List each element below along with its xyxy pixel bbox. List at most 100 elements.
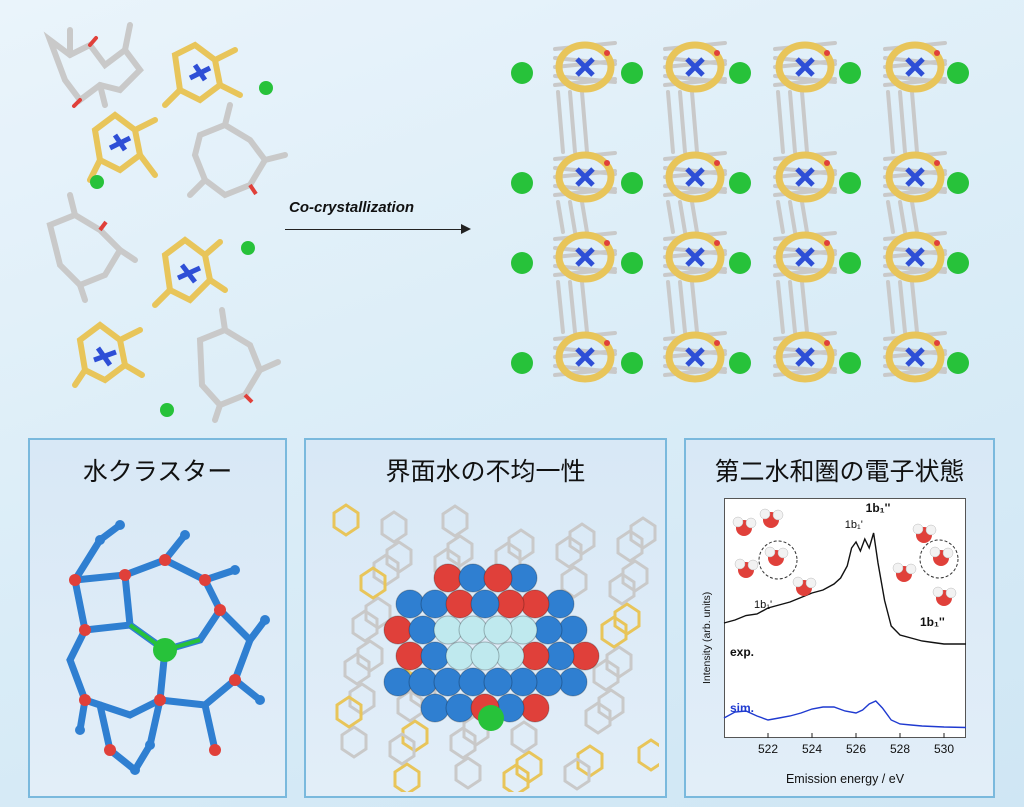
host-bond: [678, 200, 687, 234]
host-fragment: [563, 757, 591, 791]
nitrogen-bond: [685, 57, 705, 77]
panel-title: 第二水和圏の電子状態: [714, 457, 965, 486]
water-sphere: [520, 641, 550, 671]
chloride-ion: [241, 241, 255, 255]
panel-title: 界面水の不均一性: [385, 457, 586, 486]
water-sphere: [545, 641, 575, 671]
yellow-complex-2: [87, 111, 158, 183]
gray-host-molecule-4: [196, 307, 281, 423]
oxygen-atom: [934, 340, 940, 346]
water-sphere: [495, 589, 525, 619]
y-axis-label: Intensity (arb. units): [701, 592, 713, 684]
host-bond: [690, 200, 699, 234]
host-fragment: [584, 701, 612, 735]
host-fragment: [515, 750, 543, 784]
host-bond: [788, 280, 797, 334]
host-fragment: [380, 510, 408, 544]
chloride-ion: [947, 252, 969, 274]
metal-complex-node: [885, 151, 945, 203]
gray-host-molecule-3: [46, 192, 138, 303]
water-sphere: [495, 641, 525, 671]
hydrogen-atom: [929, 546, 941, 558]
metal-complex-node: [555, 331, 615, 383]
host-bond: [556, 90, 565, 154]
water-sphere: [470, 641, 500, 671]
chloride-ion: [621, 352, 643, 374]
host-fragment: [621, 559, 649, 593]
host-bond: [568, 280, 577, 334]
water-sphere: [545, 589, 575, 619]
metal-complex-node: [775, 151, 835, 203]
lattice-grid: [511, 41, 969, 383]
water-sphere: [433, 667, 463, 697]
chloride-ion: [153, 638, 177, 662]
host-bond: [580, 200, 589, 234]
water-sphere: [433, 563, 463, 593]
host-bond: [690, 90, 699, 154]
host-fragment: [332, 503, 360, 537]
metal-complex-node: [885, 331, 945, 383]
separate-components-illustration: [43, 22, 288, 423]
host-fragment: [372, 553, 400, 587]
host-bond: [690, 280, 699, 334]
yellow-complex-3: [152, 236, 228, 308]
x-tick-label: 528: [890, 742, 910, 756]
panel-title: 水クラスター: [82, 457, 233, 486]
host-fragment: [351, 609, 379, 643]
water-sphere: [508, 563, 538, 593]
oxygen-atom: [604, 240, 610, 246]
hydrogen-atom: [772, 509, 784, 521]
oxygen-atom: [604, 160, 610, 166]
water-sphere: [483, 563, 513, 593]
chloride-ion: [947, 172, 969, 194]
oxygen-atom: [934, 50, 940, 56]
oxygen-atom: [714, 340, 720, 346]
metal-complex-node: [555, 151, 615, 203]
host-fragment: [629, 516, 657, 550]
oxygen-atom: [714, 160, 720, 166]
metal-complex-node: [775, 41, 835, 93]
x-axis-label: Emission energy / eV: [786, 772, 905, 786]
oxygen-atom: [824, 50, 830, 56]
chloride-ion: [839, 62, 861, 84]
water-cluster-structure: [66, 520, 270, 775]
host-bond: [898, 280, 907, 334]
host-fragment: [608, 572, 636, 606]
hydrogen-atom: [792, 576, 804, 588]
host-fragment: [605, 645, 633, 679]
host-bond: [800, 280, 809, 334]
hydrogen-atom: [732, 516, 744, 528]
metal-complex-node: [665, 331, 725, 383]
water-sphere: [383, 667, 413, 697]
host-bond: [898, 200, 907, 234]
host-fragment: [388, 732, 416, 766]
gray-host-molecule-2: [187, 102, 288, 199]
x-tick-label: 524: [802, 742, 822, 756]
hydrogen-atom: [777, 547, 789, 559]
chloride-ion: [511, 172, 533, 194]
chloride-ion: [947, 62, 969, 84]
host-fragment: [502, 763, 530, 792]
host-fragment: [401, 719, 429, 753]
chloride-ion: [621, 172, 643, 194]
hydrogen-atom: [892, 562, 904, 574]
water-sphere: [458, 563, 488, 593]
water-label-left: 1b₁': [754, 599, 772, 611]
oxygen-atom: [604, 340, 610, 346]
hydrogen-atom: [759, 508, 771, 520]
water-sphere: [445, 693, 475, 723]
host-fragment: [441, 504, 469, 538]
host-fragment: [510, 720, 538, 754]
host-bond: [886, 90, 895, 154]
chloride-ion: [90, 175, 104, 189]
host-bond: [776, 200, 785, 234]
host-fragment: [356, 639, 384, 673]
nitrogen-bond: [795, 167, 815, 187]
hydrogen-atom: [805, 577, 817, 589]
water-sphere: [508, 667, 538, 697]
host-fragment: [385, 540, 413, 574]
host-bond: [800, 200, 809, 234]
oxygen-atom: [714, 50, 720, 56]
host-bond: [788, 200, 797, 234]
